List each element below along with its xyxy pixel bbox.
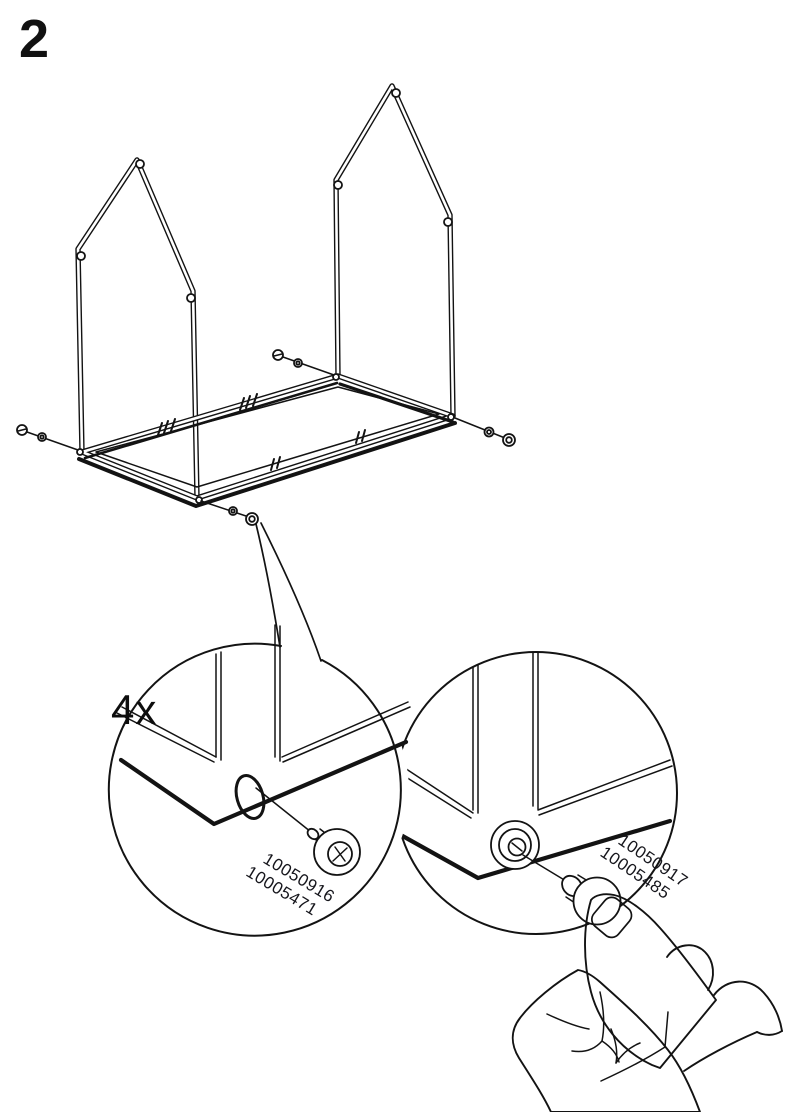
hand-knuckles — [666, 944, 783, 1072]
frame-left-house-panel — [75, 157, 200, 501]
hand-illustration — [511, 893, 783, 1112]
hand-creases — [546, 991, 669, 1082]
screw-back-icon — [272, 349, 335, 376]
cap-leader-line — [522, 854, 567, 882]
detail-circle-right — [381, 651, 678, 935]
detail-circle-left — [107, 624, 411, 938]
detail-right-frame-corner — [381, 651, 673, 881]
screw-large-icon — [306, 827, 361, 876]
detail-left-frame-corner — [116, 624, 411, 827]
fingernail — [591, 896, 633, 939]
frame-right-house-panel — [333, 83, 456, 419]
screw-left-icon — [16, 424, 79, 451]
hand-fist — [511, 969, 701, 1112]
quantity-label: 4x — [111, 686, 157, 733]
rail-slot-marks — [157, 393, 366, 471]
step-number: 2 — [19, 9, 49, 69]
zoom-funnel-lines — [255, 522, 322, 662]
assembly-frame — [75, 83, 457, 508]
screw-right-icon — [454, 417, 516, 447]
frame-joint-holes — [76, 88, 455, 504]
corner-screws — [16, 349, 516, 526]
installed-screw-grommet — [490, 820, 540, 870]
screw-leader-line — [255, 787, 317, 837]
frame-base-band — [77, 373, 457, 508]
screw-front-icon — [200, 500, 259, 526]
